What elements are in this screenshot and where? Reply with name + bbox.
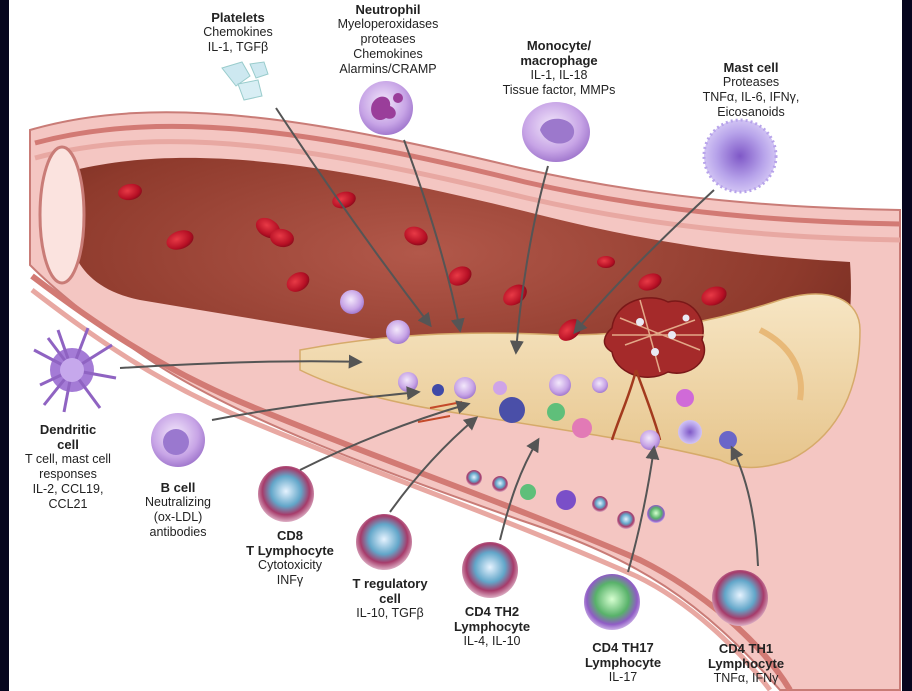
treg-name-1: T regulatory [330,576,450,591]
monocyte-line-2: Tissue factor, MMPs [484,83,634,98]
dendritic-line-1: T cell, mast cell [12,452,124,467]
platelets-line-2: IL-1, TGFβ [178,40,298,55]
dendritic-name-2: cell [12,437,124,452]
neutrophil-line-2: proteases [318,32,458,47]
neutrophil-line-3: Chemokines [318,47,458,62]
label-mast-cell: Mast cell Proteases TNFα, IL-6, IFNγ, Ei… [676,60,826,120]
th17-lymphocyte-cell [584,574,640,630]
treg-line-1: IL-10, TGFβ [330,606,450,621]
b-cell [151,413,205,467]
platelets-cells [222,62,268,100]
monocyte-name-2: macrophage [484,53,634,68]
label-th17: CD4 TH17 Lymphocyte IL-17 [568,640,678,685]
th2-lymphocyte-cell [462,542,518,598]
vessel-opening [40,147,84,283]
cd8-name-2: T Lymphocyte [232,543,348,558]
label-treg: T regulatory cell IL-10, TGFβ [330,576,450,621]
th1-lymphocyte-cell [712,570,768,626]
mast-cell-line-3: Eicosanoids [676,105,826,120]
th17-name-1: CD4 TH17 [568,640,678,655]
neutrophil-cell [359,81,413,135]
label-th2: CD4 TH2 Lymphocyte IL-4, IL-10 [440,604,544,649]
b-cell-line-3: antibodies [128,525,228,540]
label-monocyte: Monocyte/ macrophage IL-1, IL-18 Tissue … [484,38,634,98]
cd8-line-1: Cytotoxicity [232,558,348,573]
dendritic-line-4: CCL21 [12,497,124,512]
monocyte-line-1: IL-1, IL-18 [484,68,634,83]
platelets-line-1: Chemokines [178,25,298,40]
b-cell-line-2: (ox-LDL) [128,510,228,525]
mast-cell-line-1: Proteases [676,75,826,90]
th17-line-1: IL-17 [568,670,678,685]
mast-cell [704,120,776,192]
monocyte-cell [522,102,590,162]
monocyte-name-1: Monocyte/ [484,38,634,53]
mast-cell-name: Mast cell [676,60,826,75]
label-platelets: Platelets Chemokines IL-1, TGFβ [178,10,298,55]
th2-name-2: Lymphocyte [440,619,544,634]
cd8-name-1: CD8 [232,528,348,543]
th1-line-1: TNFα, IFNγ [688,671,804,686]
cd8-lymphocyte-cell [258,466,314,522]
dendritic-line-3: IL-2, CCL19, [12,482,124,497]
dendritic-line-2: responses [12,467,124,482]
mast-cell-line-2: TNFα, IL-6, IFNγ, [676,90,826,105]
platelets-name: Platelets [178,10,298,25]
label-b-cell: B cell Neutralizing (ox-LDL) antibodies [128,480,228,540]
label-dendritic: Dendritic cell T cell, mast cell respons… [12,422,124,512]
th17-name-2: Lymphocyte [568,655,678,670]
b-cell-name: B cell [128,480,228,495]
label-th1: CD4 TH1 Lymphocyte TNFα, IFNγ [688,641,804,686]
th1-name-1: CD4 TH1 [688,641,804,656]
treg-cell [356,514,412,570]
treg-name-2: cell [330,591,450,606]
neutrophil-line-1: Myeloperoxidases [318,17,458,32]
th2-name-1: CD4 TH2 [440,604,544,619]
b-cell-line-1: Neutralizing [128,495,228,510]
label-neutrophil: Neutrophil Myeloperoxidases proteases Ch… [318,2,458,77]
neutrophil-name: Neutrophil [318,2,458,17]
dendritic-name-1: Dendritic [12,422,124,437]
th2-line-1: IL-4, IL-10 [440,634,544,649]
neutrophil-line-4: Alarmins/CRAMP [318,62,458,77]
th1-name-2: Lymphocyte [688,656,804,671]
